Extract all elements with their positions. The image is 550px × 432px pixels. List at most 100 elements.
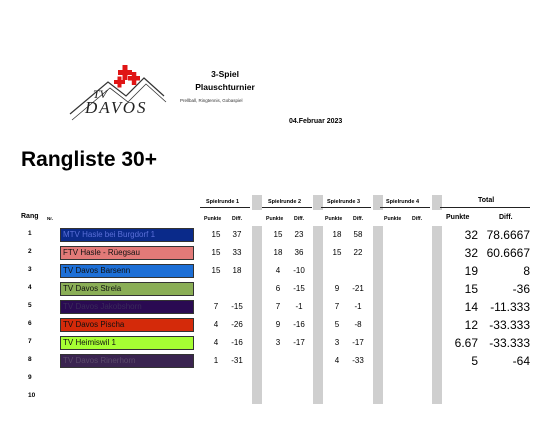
round-separator (252, 226, 262, 404)
total-points: 6.67 (454, 336, 478, 350)
round-diff: -31 (231, 356, 243, 365)
total-points: 14 (464, 300, 478, 314)
rank-cell: 5 (28, 302, 32, 309)
team-name: TV Davos Pischa (60, 318, 194, 332)
round-diff: -21 (352, 284, 364, 293)
round-points: 5 (334, 320, 340, 329)
round-diff: -1 (354, 302, 362, 311)
round-points: 6 (275, 284, 281, 293)
round-points: 4 (275, 266, 281, 275)
round-header: Spielrunde 2 (268, 199, 302, 205)
total-points: 15 (464, 282, 478, 296)
round-diff: -15 (231, 302, 243, 311)
round-points: 4 (213, 338, 219, 347)
round-points: 4 (213, 320, 219, 329)
round-header: Spielrunde 4 (386, 199, 420, 205)
rank-cell: 4 (28, 284, 32, 291)
rang-header: Rang (21, 213, 39, 220)
round-header-underline (380, 207, 430, 208)
round-diff: 22 (353, 248, 363, 257)
round-header-underline (200, 207, 250, 208)
round-separator (432, 226, 442, 404)
total-points: 32 (464, 246, 478, 260)
team-name: TV Davos Rinerhorn (60, 354, 194, 368)
club-logo (69, 65, 167, 121)
round-diff: 23 (294, 230, 304, 239)
round-points: 7 (275, 302, 281, 311)
total-punkte-header: Punkte (446, 214, 470, 221)
round-diff: -33 (352, 356, 364, 365)
rank-cell: 6 (28, 320, 32, 327)
rank-cell: 8 (28, 356, 32, 363)
team-name: FTV Hasle - Rüegsau (60, 246, 194, 260)
round-header: Spielrunde 1 (206, 199, 240, 205)
total-diff-header: Diff. (499, 214, 513, 221)
round-points: 15 (211, 248, 221, 257)
nr-header: Nr. (47, 216, 54, 221)
round-points: 3 (334, 338, 340, 347)
round-separator-head (432, 195, 442, 210)
team-name: TV Davos Jakobshorn (60, 300, 194, 314)
round-diff-header: Diff. (294, 216, 305, 222)
logo-name-text: DAVOS (85, 98, 148, 117)
event-title-line2: Plauschturnier (195, 82, 255, 92)
round-points: 3 (275, 338, 281, 347)
total-points: 19 (464, 264, 478, 278)
round-header-underline (262, 207, 312, 208)
total-diff: 78.6667 (486, 228, 530, 242)
round-diff-header: Diff. (353, 216, 364, 222)
round-points: 7 (334, 302, 340, 311)
round-points: 15 (211, 266, 221, 275)
total-points: 12 (464, 318, 478, 332)
round-separator-head (373, 195, 383, 210)
round-diff: 58 (353, 230, 363, 239)
round-header: Spielrunde 3 (327, 199, 361, 205)
event-date: 04.Februar 2023 (289, 118, 343, 125)
round-header-underline (321, 207, 371, 208)
round-diff: 37 (232, 230, 242, 239)
round-diff: -16 (293, 320, 305, 329)
total-diff: -33.333 (489, 318, 530, 332)
round-punkte-header: Punkte (266, 216, 284, 222)
round-separator (313, 226, 323, 404)
rank-cell: 3 (28, 266, 32, 273)
round-points: 1 (213, 356, 219, 365)
team-name: TV Davos Strela (60, 282, 194, 296)
total-points: 32 (464, 228, 478, 242)
round-punkte-header: Punkte (384, 216, 402, 222)
team-name: MTV Hasle bei Burgdorf 1 (60, 228, 194, 242)
round-points: 7 (213, 302, 219, 311)
rank-cell: 1 (28, 230, 32, 237)
round-diff: -15 (293, 284, 305, 293)
round-points: 9 (334, 284, 340, 293)
total-diff: -11.333 (490, 300, 530, 314)
total-diff: -36 (512, 282, 530, 296)
total-diff: 60.6667 (486, 246, 530, 260)
round-points: 15 (332, 248, 342, 257)
round-separator-head (313, 195, 323, 210)
total-diff: 8 (523, 264, 530, 278)
total-header: Total (478, 197, 495, 204)
round-diff: -26 (231, 320, 243, 329)
rank-cell: 10 (28, 392, 36, 399)
round-diff: -1 (295, 302, 303, 311)
total-header-underline (440, 207, 530, 208)
rank-cell: 7 (28, 338, 32, 345)
round-diff-header: Diff. (412, 216, 423, 222)
round-points: 15 (211, 230, 221, 239)
total-points: 5 (471, 354, 478, 368)
rank-cell: 2 (28, 248, 32, 255)
round-diff: -16 (231, 338, 243, 347)
page-title: Rangliste 30+ (21, 148, 157, 171)
team-name: TV Davos Barsenn (60, 264, 194, 278)
event-subtitle: Prellball, Ringtennis, Gobaspiel (180, 98, 243, 103)
round-diff: 18 (232, 266, 242, 275)
round-punkte-header: Punkte (204, 216, 222, 222)
round-points: 9 (275, 320, 281, 329)
team-name: TV Heimiswil 1 (60, 336, 194, 350)
round-diff: -17 (293, 338, 305, 347)
round-separator-head (252, 195, 262, 210)
round-diff-header: Diff. (232, 216, 243, 222)
event-title-line1: 3-Spiel (211, 69, 239, 79)
round-diff: -8 (354, 320, 362, 329)
